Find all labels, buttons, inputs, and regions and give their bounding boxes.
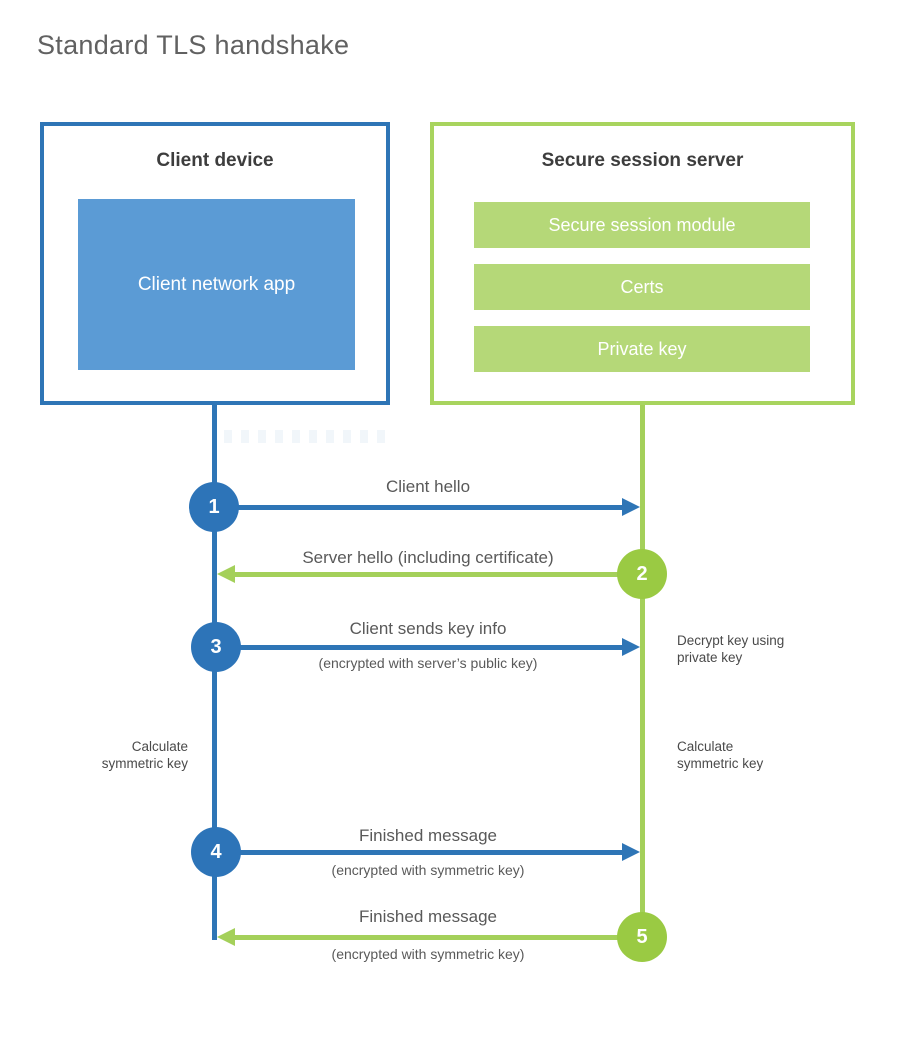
step3-arrow-line <box>216 645 622 650</box>
step2-arrow-line <box>235 572 642 577</box>
faint-dashed-line <box>224 430 392 443</box>
step1-arrow-line <box>214 505 622 510</box>
step3-label: Client sends key info <box>349 619 507 638</box>
secure-session-server-title: Secure session server <box>541 150 744 171</box>
step5-sublabel: (encrypted with symmetric key) <box>331 946 525 962</box>
step5-arrowhead-left-icon <box>217 928 235 946</box>
step4-sublabel: (encrypted with symmetric key) <box>331 862 525 878</box>
step1-circle: 1 <box>189 482 239 532</box>
note-calculate-symmetric-key-server: Calculate symmetric key <box>677 739 764 771</box>
step4-arrow-line <box>216 850 622 855</box>
client-network-app-box: Client network app <box>78 199 355 370</box>
module-certs: Certs <box>474 264 810 310</box>
module-secure-session: Secure session module <box>474 202 810 248</box>
step3-arrowhead-right-icon <box>622 638 640 656</box>
step2-arrowhead-left-icon <box>217 565 235 583</box>
client-device-box: Client device Client network app <box>40 122 390 405</box>
module-private-key: Private key <box>474 326 810 372</box>
step2-circle: 2 <box>617 549 667 599</box>
step4-label: Finished message <box>359 826 497 845</box>
step2-label: Server hello (including certificate) <box>302 548 554 567</box>
client-device-title: Client device <box>156 150 274 171</box>
note-decrypt-key: Decrypt key using private key <box>677 633 785 665</box>
step4-circle: 4 <box>191 827 241 877</box>
step5-label: Finished message <box>359 907 497 926</box>
step3-sublabel: (encrypted with server’s public key) <box>318 655 538 671</box>
client-network-app-label: Client network app <box>137 273 296 295</box>
step1-label: Client hello <box>385 477 471 496</box>
server-module-stack: Secure session module Certs Private key <box>474 202 810 372</box>
secure-session-server-box: Secure session server Secure session mod… <box>430 122 855 405</box>
step1-arrowhead-right-icon <box>622 498 640 516</box>
step4-arrowhead-right-icon <box>622 843 640 861</box>
client-lifeline <box>212 405 217 940</box>
server-lifeline <box>640 405 645 937</box>
step3-circle: 3 <box>191 622 241 672</box>
page-title: Standard TLS handshake <box>37 30 350 60</box>
note-calculate-symmetric-key-client: Calculate symmetric key <box>101 739 188 771</box>
step5-circle: 5 <box>617 912 667 962</box>
step5-arrow-line <box>235 935 642 940</box>
